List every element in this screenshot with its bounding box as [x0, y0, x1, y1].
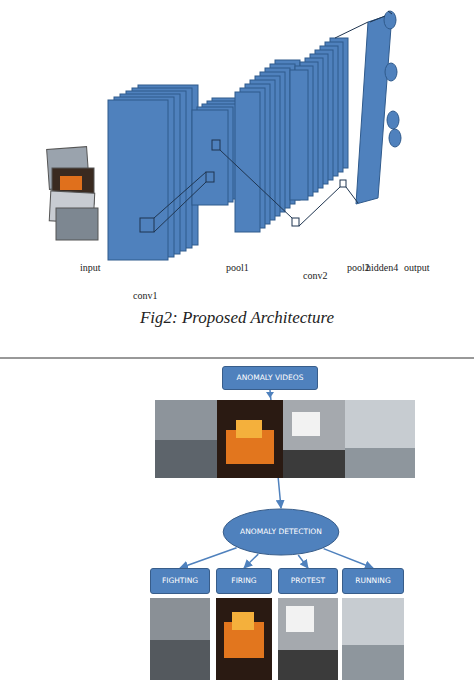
kernel-window — [292, 218, 299, 226]
node-text: FIGHTING — [160, 577, 200, 585]
process-box: RUNNING — [342, 568, 404, 594]
connector-arrow — [298, 555, 308, 568]
feature-map — [235, 92, 260, 232]
separator-rule — [0, 358, 474, 359]
photo — [216, 598, 272, 680]
output-unit — [384, 11, 396, 29]
fire-patch — [236, 420, 262, 438]
process-box: ANOMALY VIDEOS — [222, 366, 318, 390]
process-ellipse: ANOMALY DETECTION — [222, 508, 340, 556]
fire-patch — [224, 622, 264, 658]
fire-patch — [60, 176, 82, 190]
photo — [342, 598, 404, 680]
photo — [278, 598, 338, 680]
input-frames — [47, 147, 98, 240]
layer-label: hidden4 — [366, 262, 398, 273]
photo-shade — [283, 450, 345, 478]
class-photos — [150, 598, 404, 680]
kernel-window — [206, 172, 214, 182]
video-strip — [155, 400, 415, 478]
kernel-line — [388, 11, 392, 14]
kernel-line — [299, 187, 340, 226]
arrow-head — [266, 392, 274, 398]
placard — [286, 606, 314, 632]
process-box: PROTEST — [278, 568, 338, 594]
cnn-illustration — [0, 0, 474, 360]
photo-shade — [278, 650, 338, 680]
feature-map — [290, 70, 308, 200]
connector-arrow — [244, 554, 258, 568]
process-box: FIGHTING — [150, 568, 210, 594]
photo — [150, 598, 210, 680]
kernel-line — [154, 172, 206, 218]
layer-label: conv1 — [133, 290, 157, 301]
photo-shade — [150, 640, 210, 680]
kernel-line — [335, 22, 368, 38]
output-unit — [389, 129, 401, 147]
conv1-stack — [108, 85, 198, 260]
photo-shade — [345, 448, 415, 478]
pool2-stack — [290, 38, 348, 200]
output-unit — [385, 63, 397, 81]
kernel-line — [346, 187, 358, 203]
kernel-line — [370, 16, 385, 22]
layer-label: output — [404, 262, 430, 273]
hidden-layer — [356, 14, 392, 204]
figure-caption: Fig2: Proposed Architecture — [0, 308, 474, 328]
layer-label: conv2 — [303, 270, 327, 281]
kernel-links — [140, 11, 392, 232]
kernel-line — [220, 150, 292, 218]
kernel-window — [140, 218, 154, 232]
connector-arrow — [180, 548, 237, 568]
node-text: ANOMALY DETECTION — [238, 528, 324, 536]
fire-patch — [232, 612, 254, 630]
node-text: ANOMALY VIDEOS — [235, 374, 306, 382]
fire-patch — [226, 430, 274, 464]
photo — [155, 400, 217, 478]
process-box: FIRING — [216, 568, 272, 594]
kernel-line — [154, 182, 206, 232]
layer-label: input — [80, 262, 101, 273]
output-unit — [387, 111, 399, 129]
node-text: FIRING — [229, 577, 258, 585]
layer-label: pool1 — [226, 262, 249, 273]
node-text: RUNNING — [353, 577, 393, 585]
ellipse-shape — [223, 509, 339, 555]
kernel-window — [212, 140, 220, 150]
kernel-window — [340, 180, 346, 187]
node-text: PROTEST — [289, 577, 327, 585]
photo — [283, 400, 345, 478]
input-frame — [56, 208, 98, 240]
photo — [217, 400, 283, 478]
output-units — [384, 11, 401, 147]
photo — [345, 400, 415, 478]
connector-arrow — [324, 549, 373, 568]
feature-map — [108, 100, 168, 260]
photo-shade — [342, 645, 404, 680]
connector-arrow — [270, 390, 281, 508]
placard — [292, 412, 320, 436]
photo-shade — [155, 440, 217, 478]
